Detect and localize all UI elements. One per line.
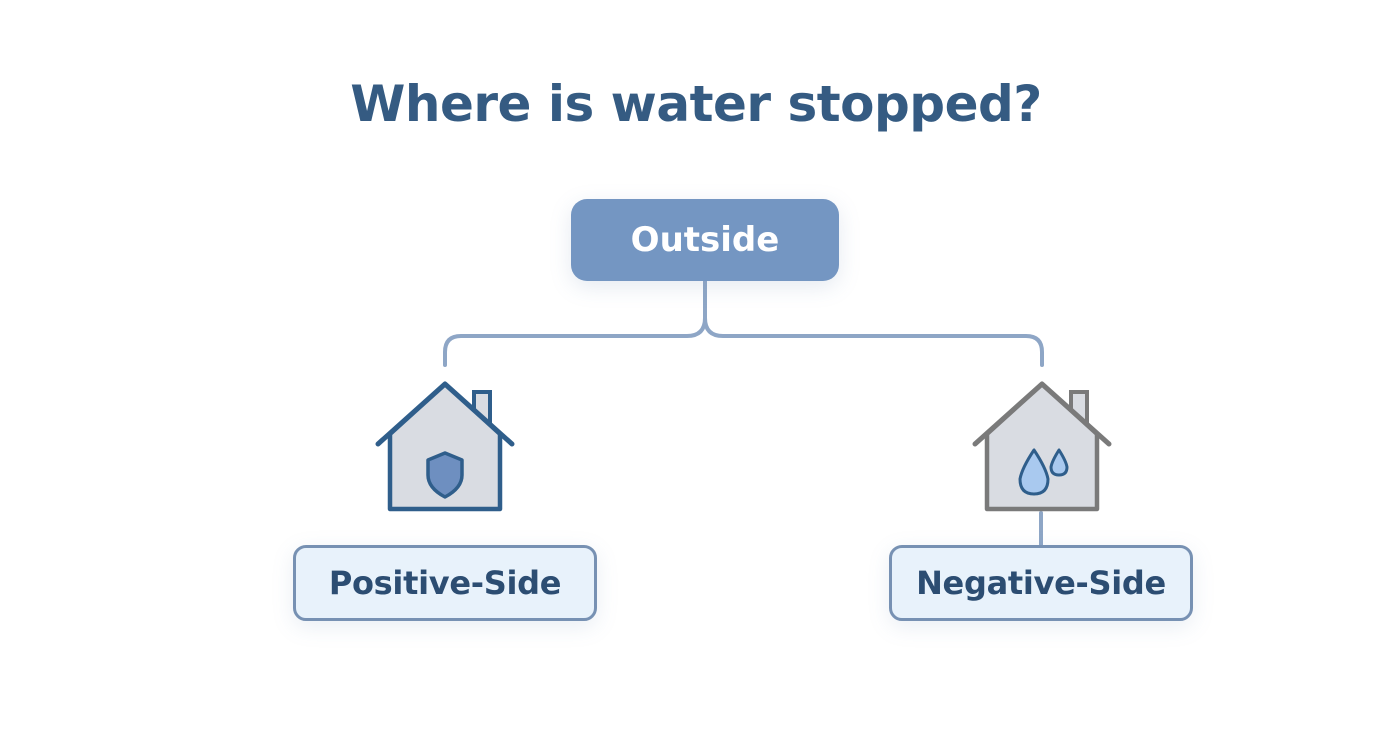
house-shield-icon [374, 378, 516, 516]
leaf-node-negative-side: Negative-Side [889, 545, 1193, 621]
house-water-drops-icon [970, 378, 1112, 516]
connector-branch-right [703, 316, 1044, 367]
water-drop-icon [1018, 448, 1050, 496]
water-drop-small-icon [1049, 448, 1069, 477]
connector-branch-left [443, 316, 707, 367]
diagram-title: Where is water stopped? [350, 75, 1042, 133]
leaf-node-positive-side: Positive-Side [293, 545, 597, 621]
root-node-label: Outside [630, 220, 780, 260]
root-node-outside: Outside [571, 199, 839, 281]
positive-side-label: Positive-Side [328, 564, 562, 602]
shield-icon [426, 451, 464, 499]
negative-side-label: Negative-Side [916, 564, 1166, 602]
